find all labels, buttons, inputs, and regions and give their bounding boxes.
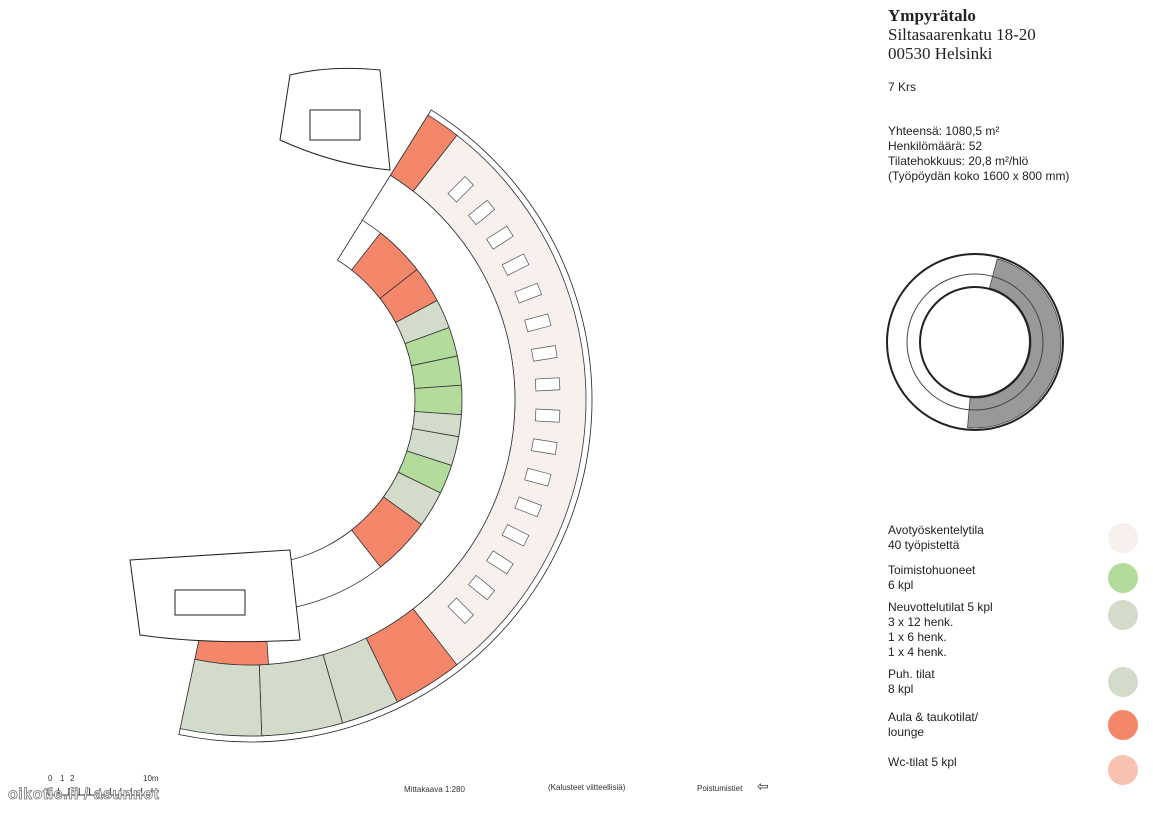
legend-swatch [1108,710,1138,740]
legend-text: Avotyöskentelytila [888,523,984,537]
desk [524,313,552,333]
legend-text: Wc-tilat 5 kpl [888,755,957,769]
desk [531,438,558,455]
legend-text: Toimistohuoneet [888,563,976,577]
desk [467,574,496,601]
legend-item: Aula & taukotilat/lounge [888,710,1138,740]
desk [531,345,558,362]
scale-tick-0: 0 [48,774,53,783]
keyplan-inner [919,286,1031,398]
watermark: oikotie.fi / asunnot [8,786,160,804]
legend-text: 3 x 12 henk. [888,615,954,629]
legend-text: lounge [888,725,925,739]
lounge-top [389,114,458,192]
legend-swatch [1108,667,1138,697]
scale-tick-1: 1 [60,774,65,783]
floor-label: 7 Krs [888,80,917,94]
elevator-top [309,109,361,141]
legend-text: Aula & taukotilat/ [888,710,979,724]
scale-tick-10m: 10m [143,774,159,783]
legend-item: Wc-tilat 5 kpl [888,755,1138,785]
exits-label: Poistumistiet [697,784,743,793]
desk [514,496,543,518]
legend-text: 6 kpl [888,578,914,592]
meeting-room [179,658,263,737]
desk [501,524,530,547]
legend-swatch [1108,600,1138,630]
desk [486,225,514,250]
legend-text: 1 x 4 henk. [888,645,947,659]
desk [524,467,552,487]
desk [467,199,496,226]
legend-swatch [1108,755,1138,785]
desk [534,408,561,423]
desk [501,253,530,276]
legend-text: Puh. tilat [888,667,935,681]
desk [514,282,543,304]
exit-arrow-icon: ⇦ [757,778,769,794]
desk [534,377,561,392]
desk [447,176,474,203]
legend-text: 8 kpl [888,682,914,696]
legend-swatch [1108,563,1138,593]
legend-text: Neuvottelutilat 5 kpl [888,600,993,614]
stats: Yhteensä: 1080,5 m² Henkilömäärä: 52 Til… [888,124,1070,183]
scale-label: Mittakaava 1:280 [404,785,465,794]
keyplan-ring [906,273,1044,411]
legend-text: 1 x 6 henk. [888,630,947,644]
furniture-note: (Kalusteet viitteellisiä) [548,783,626,792]
desk [486,550,514,575]
building-title: Ympyrätalo Siltasaarenkatu 18-20 00530 H… [888,6,1036,63]
legend-text: 40 työpistettä [888,538,960,552]
room [414,384,463,416]
desk [447,597,474,624]
legend-swatch [1108,523,1138,553]
elevator-bottom [174,589,246,616]
scale-tick-2: 2 [70,774,75,783]
